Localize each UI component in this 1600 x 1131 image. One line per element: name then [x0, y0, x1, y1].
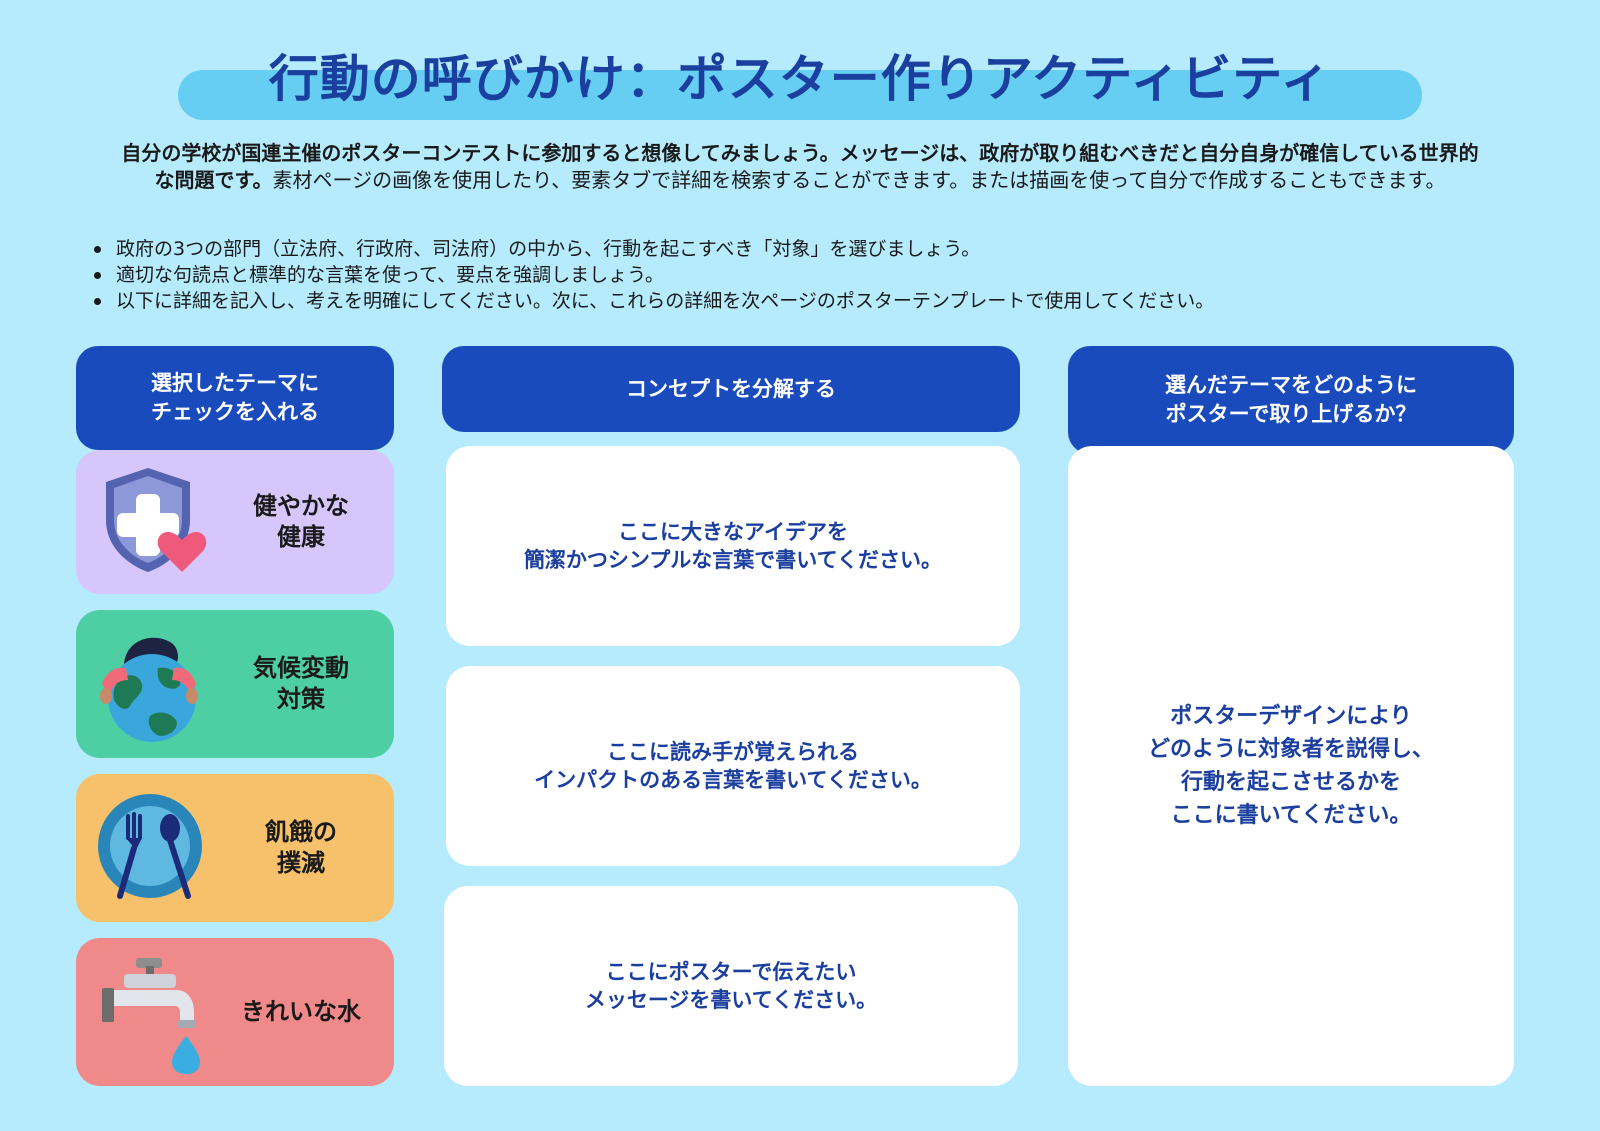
concept-box-big-idea[interactable]: ここに大きなアイデアを 簡潔かつシンプルな言葉で書いてください。 — [446, 446, 1020, 646]
theme-card-hunger[interactable]: 飢餓の 撲滅 — [76, 774, 394, 922]
theme-card-health[interactable]: 健やかな 健康 — [76, 450, 394, 594]
list-item: 政府の3つの部門（立法府、行政府、司法府）の中から、行動を起こすべき「対象」を選… — [92, 236, 1542, 262]
theme-label: 健やかな 健康 — [253, 492, 349, 551]
themes-header: 選択したテーマに チェックを入れる — [76, 346, 394, 450]
concept-header: コンセプトを分解する — [442, 346, 1020, 432]
health-shield-icon — [106, 468, 207, 572]
instruction-list: 政府の3つの部門（立法府、行政府、司法府）の中から、行動を起こすべき「対象」を選… — [92, 236, 1542, 314]
page-title: 行動の呼びかけ：ポスター作りアクティビティ — [268, 50, 1332, 108]
concept-box-impact-words[interactable]: ここに読み手が覚えられる インパクトのある言葉を書いてください。 — [446, 666, 1020, 866]
list-item: 適切な句読点と標準的な言葉を使って、要点を強調しましょう。 — [92, 262, 1542, 288]
concept-box-message[interactable]: ここにポスターで伝えたい メッセージを書いてください。 — [444, 886, 1018, 1086]
theme-card-climate[interactable]: 気候変動 対策 — [76, 610, 394, 758]
theme-card-water[interactable]: きれいな水 — [76, 938, 394, 1086]
theme-label: きれいな水 — [241, 997, 361, 1026]
poster-design-box[interactable]: ポスターデザインにより どのように対象者を説得し、 行動を起こさせるかを ここに… — [1068, 446, 1514, 1086]
list-item: 以下に詳細を記入し、考えを明確にしてください。次に、これらの詳細を次ページのポス… — [92, 288, 1542, 314]
water-faucet-icon — [102, 958, 200, 1074]
plate-cutlery-icon — [98, 794, 202, 899]
theme-label: 気候変動 対策 — [253, 654, 349, 713]
intro-bold: 自分の学校が国連主催のポスターコンテストに参加すると想像してみましょう。メッセー… — [121, 141, 1479, 192]
theme-label: 飢餓の 撲滅 — [265, 818, 337, 877]
intro-normal: 素材ページの画像を使用したり、要素タブで詳細を検索することができます。または描画… — [272, 168, 1446, 192]
earth-hug-icon — [100, 637, 198, 742]
poster-header: 選んだテーマをどのように ポスターで取り上げるか？ — [1068, 346, 1514, 454]
intro-text: 自分の学校が国連主催のポスターコンテストに参加すると想像してみましょう。メッセー… — [120, 140, 1480, 194]
title-highlight — [178, 70, 1422, 120]
